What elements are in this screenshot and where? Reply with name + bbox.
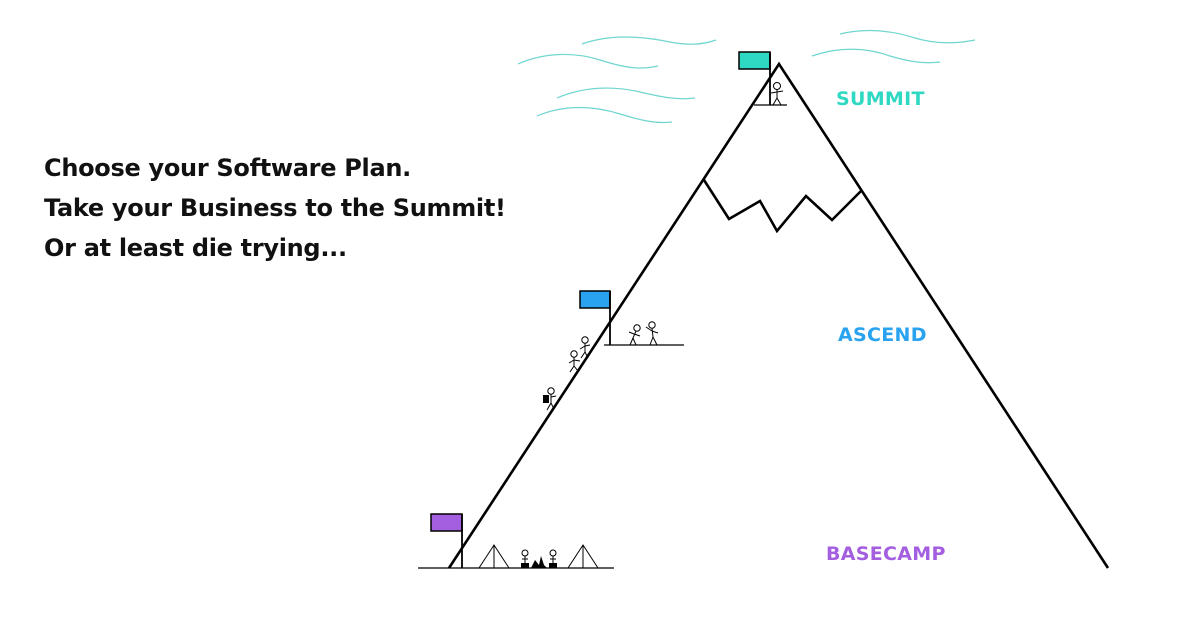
- wind-lines: [517, 29, 976, 124]
- basecamp-label: BASECAMP: [826, 543, 946, 565]
- summit-label: SUMMIT: [836, 88, 925, 110]
- stick-figure-icon: [628, 324, 641, 346]
- headline-line-3: Or at least die trying...: [44, 234, 347, 262]
- ascend-label: ASCEND: [838, 324, 927, 346]
- mountain-outline: [447, 61, 1110, 569]
- stick-figure-icon: [568, 350, 581, 373]
- headline-line-2: Take your Business to the Summit!: [44, 194, 506, 222]
- wind-line-icon: [517, 53, 659, 69]
- wind-line-icon: [536, 106, 673, 124]
- basecamp-flag-icon: [430, 513, 463, 568]
- tent-icon: [567, 544, 599, 569]
- tents: [478, 544, 599, 569]
- snow-cap-line: [702, 179, 863, 234]
- wind-line-icon: [811, 48, 941, 64]
- tent-icon: [478, 544, 510, 569]
- stick-figure-icon: [645, 321, 659, 346]
- summit-flag-icon: [738, 51, 771, 105]
- mountain: [418, 61, 1110, 569]
- stick-figure-icon: [579, 336, 591, 359]
- basecamp-flag-cloth: [430, 513, 463, 532]
- ascend-flag-cloth: [579, 290, 611, 309]
- campfire-icon: [531, 556, 547, 568]
- climbers: [521, 82, 784, 569]
- stick-figure-icon: [521, 549, 529, 569]
- stick-figure-icon: [549, 549, 557, 569]
- wind-line-icon: [556, 87, 696, 100]
- wind-line-icon: [839, 29, 976, 44]
- stick-figure-icon: [543, 387, 557, 411]
- summit-flag-cloth: [738, 51, 771, 70]
- wind-line-icon: [581, 36, 717, 45]
- ascend-flag-icon: [579, 290, 611, 345]
- stick-figure-icon: [770, 82, 784, 106]
- headline: Choose your Software Plan. Take your Bus…: [44, 148, 506, 268]
- headline-line-1: Choose your Software Plan.: [44, 154, 411, 182]
